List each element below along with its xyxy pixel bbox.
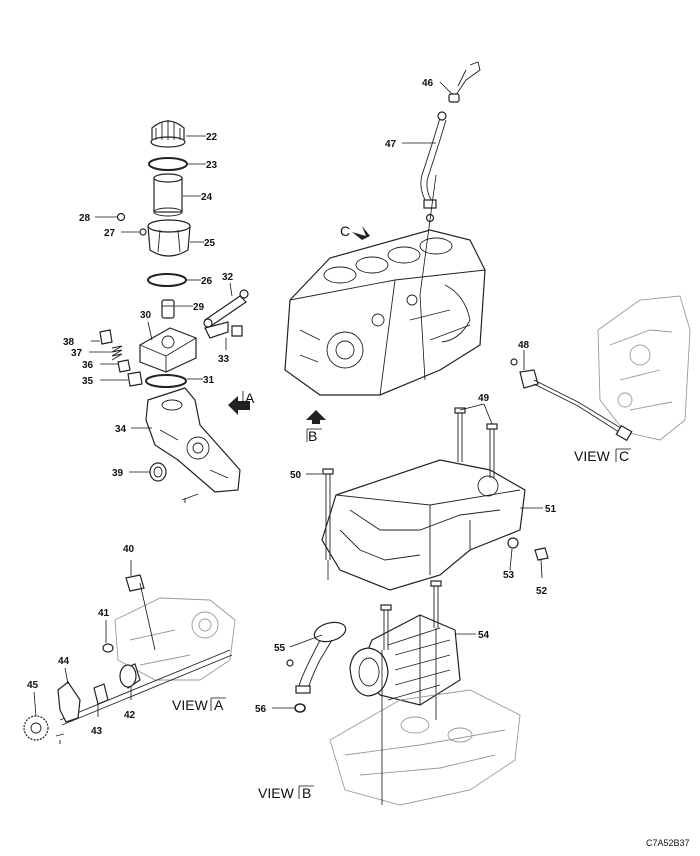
o-ring-26 <box>147 273 187 287</box>
callout-47: 47 <box>385 139 397 150</box>
sensor-35 <box>127 371 143 387</box>
view-c-word: VIEW <box>574 448 611 464</box>
collar-43 <box>93 683 109 705</box>
callout-48: 48 <box>518 340 530 351</box>
oxygen-sensor-48 <box>510 358 633 442</box>
bolt-front-cover <box>181 493 199 503</box>
callout-32: 32 <box>222 272 234 283</box>
callout-55: 55 <box>274 643 286 654</box>
bolts-pump <box>380 580 442 650</box>
washer-41 <box>102 643 114 653</box>
callout-33: 33 <box>218 354 230 365</box>
oil-cooler-body-30 <box>139 327 197 373</box>
hose-32 <box>203 289 249 328</box>
gear-42 <box>119 663 141 689</box>
callout-56: 56 <box>255 704 267 715</box>
callout-52: 52 <box>536 586 548 597</box>
plug-28 <box>116 212 126 222</box>
figure-code: C7A52B37 <box>646 838 690 848</box>
o-ring-31 <box>145 374 187 388</box>
view-c-engine-outline <box>597 295 691 441</box>
callout-53: 53 <box>503 570 515 581</box>
callout-leaders <box>33 81 543 717</box>
plate-44 <box>57 681 81 723</box>
callout-38: 38 <box>63 337 75 348</box>
view-arrow-c: C <box>340 223 370 240</box>
engine-block <box>284 229 486 396</box>
callout-31: 31 <box>203 375 215 386</box>
view-a-letter: A <box>214 697 224 713</box>
callout-25: 25 <box>204 238 216 249</box>
callout-49: 49 <box>478 393 490 404</box>
callout-23: 23 <box>206 160 218 171</box>
callout-28: 28 <box>79 213 91 224</box>
callout-27: 27 <box>104 228 116 239</box>
sensor-40 <box>125 574 156 651</box>
callout-42: 42 <box>124 710 136 721</box>
callout-35: 35 <box>82 376 94 387</box>
callout-44: 44 <box>58 656 70 667</box>
dipstick-tube-47 <box>419 111 447 381</box>
view-arrow-b: B <box>306 410 326 444</box>
callout-39: 39 <box>112 468 124 479</box>
view-label-a: VIEW A <box>172 697 226 713</box>
view-b-letter: B <box>302 785 311 801</box>
bolts-49 <box>454 407 498 478</box>
arrow-b-letter: B <box>308 428 317 444</box>
filter-housing-25 <box>147 219 191 257</box>
callout-numbers: 22 23 24 25 26 27 28 29 30 31 32 33 34 3… <box>27 78 557 737</box>
spring-37 <box>111 345 123 361</box>
dipstick-46 <box>448 61 481 103</box>
bolt-50 <box>322 468 334 580</box>
washer-53 <box>507 537 519 549</box>
front-cover-34 <box>145 387 241 493</box>
fitting-33 <box>204 321 243 339</box>
callout-54: 54 <box>478 630 490 641</box>
callout-36: 36 <box>82 360 94 371</box>
oil-pump-54 <box>349 614 461 706</box>
view-label-c: VIEW C <box>574 448 631 464</box>
seal-ring-23 <box>148 157 188 171</box>
cap-38 <box>99 329 113 345</box>
callout-29: 29 <box>193 302 205 313</box>
view-b-word: VIEW <box>258 785 295 801</box>
callout-40: 40 <box>123 544 135 555</box>
callout-34: 34 <box>115 424 127 435</box>
view-b-engine-outline <box>329 628 521 806</box>
callout-24: 24 <box>201 192 213 203</box>
callout-51: 51 <box>545 504 557 515</box>
washer-27 <box>139 228 147 236</box>
callout-26: 26 <box>201 276 213 287</box>
callout-41: 41 <box>98 608 110 619</box>
callout-46: 46 <box>422 78 434 89</box>
callout-22: 22 <box>206 132 218 143</box>
pipe-29 <box>161 299 175 319</box>
callout-50: 50 <box>290 470 302 481</box>
valve-36 <box>117 359 131 373</box>
arrow-a-letter: A <box>245 390 255 406</box>
callout-37: 37 <box>71 348 83 359</box>
oil-strainer-55 <box>286 621 347 694</box>
seal-39 <box>149 462 167 482</box>
view-label-b: VIEW B <box>258 785 314 801</box>
filter-cap-22 <box>150 120 186 148</box>
filter-element-24 <box>153 173 183 217</box>
shaft-assembly <box>59 649 233 726</box>
o-ring-56 <box>294 703 306 713</box>
view-c-letter: C <box>619 448 629 464</box>
callout-30: 30 <box>140 310 152 321</box>
plug-52 <box>534 547 549 561</box>
upper-oil-pan-51 <box>321 459 526 591</box>
arrow-c-letter: C <box>340 223 350 239</box>
view-arrow-a: A <box>228 390 255 415</box>
view-a-word: VIEW <box>172 697 209 713</box>
sprocket-45 <box>23 715 65 744</box>
callout-43: 43 <box>91 726 103 737</box>
callout-45: 45 <box>27 680 39 691</box>
